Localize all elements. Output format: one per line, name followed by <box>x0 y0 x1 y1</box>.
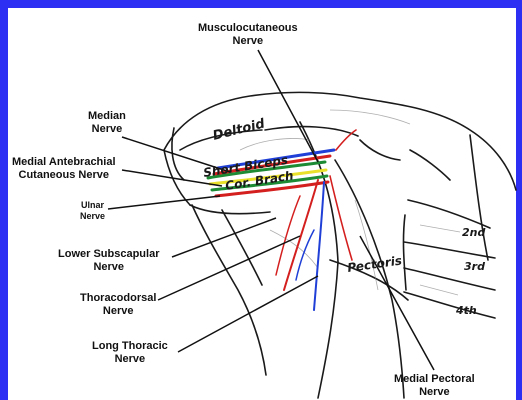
ulnar-label-line2: Nerve <box>80 211 105 222</box>
blue-subbranch <box>296 230 314 280</box>
lower-subscapular-label: Lower Subscapular Nerve <box>58 248 159 274</box>
median-label-line1: Median <box>88 110 126 123</box>
musculocutaneous-label: Musculocutaneous Nerve <box>198 22 298 48</box>
thoracodorsal-label-line1: Thoracodorsal <box>80 292 156 305</box>
lower-subscapular-label-line2: Nerve <box>58 261 159 274</box>
thoracodorsal-branch <box>284 180 318 290</box>
leader-musculocutaneous <box>258 50 318 162</box>
leader-ulnar <box>108 196 220 209</box>
musculocutaneous-label-line2: Nerve <box>198 35 298 48</box>
musculocutaneous-branch <box>336 130 356 150</box>
median-label: Median Nerve <box>88 110 126 136</box>
medial-pectoral-label-line1: Medial Pectoral <box>394 373 475 386</box>
medial-pectoral-label-line2: Nerve <box>394 386 475 399</box>
median-label-line2: Nerve <box>88 123 126 136</box>
thoracodorsal-label-line2: Nerve <box>80 305 156 318</box>
medial-antebrachial-label-line2: Cutaneous Nerve <box>12 169 116 182</box>
medial-antebrachial-label-line1: Medial Antebrachial <box>12 156 116 169</box>
rib-2nd-text: 2nd <box>462 226 485 239</box>
leader-long-thoracic <box>178 276 318 352</box>
thoracodorsal-label: Thoracodorsal Nerve <box>80 292 156 318</box>
rib-3rd-text: 3rd <box>464 260 485 273</box>
long-thoracic-label-line2: Nerve <box>92 353 168 366</box>
ulnar-label: Ulnar Nerve <box>80 200 105 222</box>
ulnar-label-line1: Ulnar <box>80 200 105 211</box>
leader-lower-subscapular <box>172 218 276 257</box>
long-thoracic-label: Long Thoracic Nerve <box>92 340 168 366</box>
medial-pectoral-label: Medial Pectoral Nerve <box>394 373 475 399</box>
long-thoracic-label-line1: Long Thoracic <box>92 340 168 353</box>
leader-lines <box>108 50 434 370</box>
deltoid-text: Deltoid <box>211 116 267 144</box>
rib-4th-text: 4th <box>455 304 477 317</box>
lower-subscapular-label-line1: Lower Subscapular <box>58 248 159 261</box>
pectoris-text: Pectoris <box>346 253 402 275</box>
musculocutaneous-label-line1: Musculocutaneous <box>198 22 298 35</box>
leader-thoracodorsal <box>158 236 300 300</box>
medial-antebrachial-label: Medial Antebrachial Cutaneous Nerve <box>12 156 116 182</box>
long-thoracic-branch <box>314 182 324 310</box>
